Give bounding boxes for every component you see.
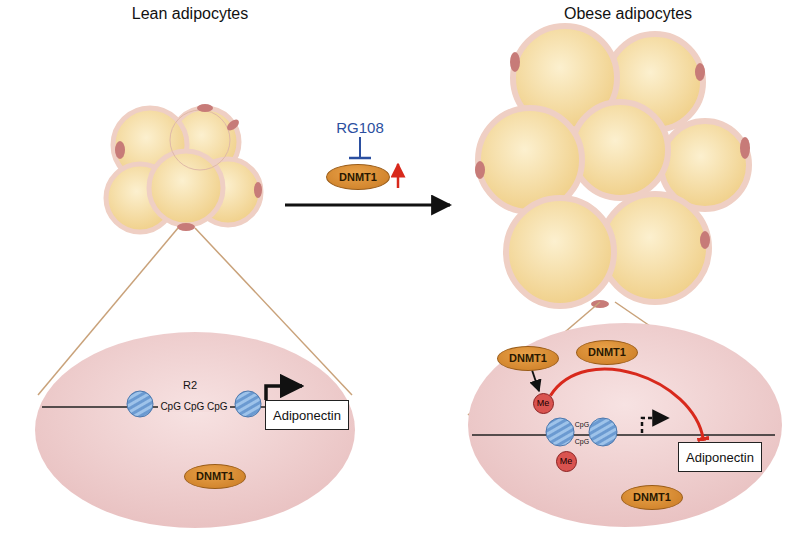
text-label: CpG CpG CpG xyxy=(158,401,229,412)
node-text: DNMT1 xyxy=(588,346,626,358)
node-text: DNMT1 xyxy=(339,171,377,183)
gene-box: Adiponectin xyxy=(265,400,349,430)
arrow-connector xyxy=(532,370,539,391)
node-text: Adiponectin xyxy=(686,450,754,465)
dnmt1-oval: DNMT1 xyxy=(621,485,683,510)
methyl-mark: Me xyxy=(533,393,554,414)
node-text: DNMT1 xyxy=(509,352,547,364)
nuclei xyxy=(115,104,262,231)
text-label: Obese adipocytes xyxy=(564,5,692,23)
inhibition-connector xyxy=(550,369,703,439)
text-label: R2 xyxy=(183,379,197,391)
text-label: CpG xyxy=(575,421,589,428)
methyl-mark: Me xyxy=(556,451,577,472)
dnmt1-oval: DNMT1 xyxy=(184,464,246,489)
zoom-ellipse xyxy=(35,332,355,528)
node-text: Me xyxy=(560,456,573,466)
gene-box: Adiponectin xyxy=(678,442,762,472)
node-text: Adiponectin xyxy=(273,408,341,423)
increase-arrow xyxy=(397,164,400,188)
text-label: CpG xyxy=(575,438,589,445)
text-label: Lean adipocytes xyxy=(132,5,249,23)
text-label: RG108 xyxy=(334,119,386,136)
inhibit-line xyxy=(359,137,361,158)
lean-cells xyxy=(106,108,261,232)
node-text: DNMT1 xyxy=(633,491,671,503)
transition-arrow xyxy=(285,204,450,207)
obese-cells xyxy=(478,26,749,306)
dnmt1-oval: DNMT1 xyxy=(326,164,390,190)
dnmt1-oval: DNMT1 xyxy=(497,346,559,371)
promoter-arrow xyxy=(266,386,302,400)
node-text: Me xyxy=(537,398,550,408)
dashed-promoter-arrow xyxy=(642,418,668,433)
dnmt1-oval: DNMT1 xyxy=(576,340,638,365)
node-text: DNMT1 xyxy=(196,470,234,482)
